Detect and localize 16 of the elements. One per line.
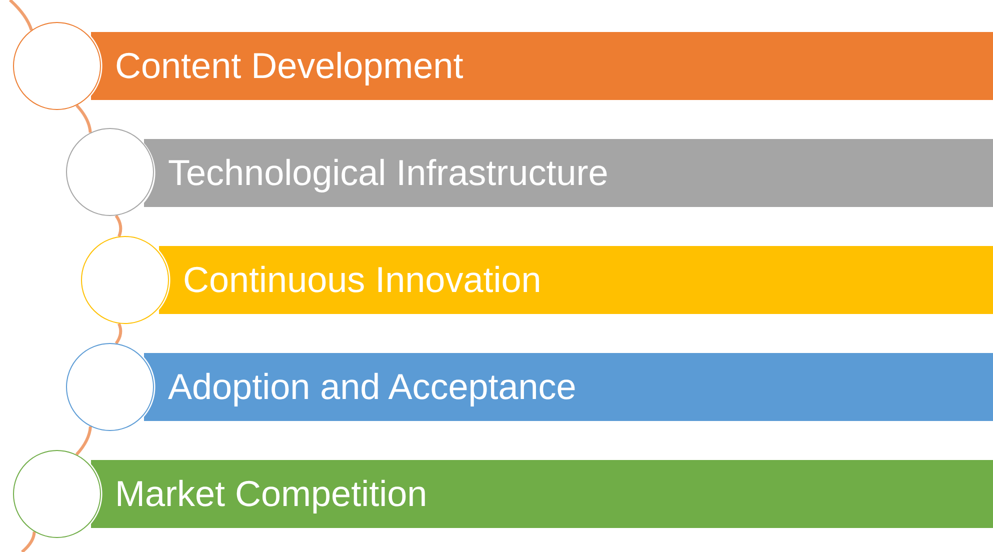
curve-line (114, 323, 122, 344)
curve-line (75, 426, 92, 456)
curve-line (8, 0, 33, 31)
curve-line (114, 214, 122, 237)
list-bar (91, 32, 993, 100)
bar-label: Continuous Innovation (183, 259, 542, 301)
list-bar (91, 460, 993, 528)
bar-label: Adoption and Acceptance (168, 366, 576, 408)
bar-label: Market Competition (115, 473, 428, 515)
list-bar (159, 246, 993, 314)
list-bar (144, 139, 993, 207)
list-bar (144, 353, 993, 421)
bar-label: Technological Infrastructure (168, 152, 608, 194)
bar-label: Content Development (115, 45, 464, 87)
curve-line (76, 104, 92, 133)
curve-line (21, 532, 36, 552)
